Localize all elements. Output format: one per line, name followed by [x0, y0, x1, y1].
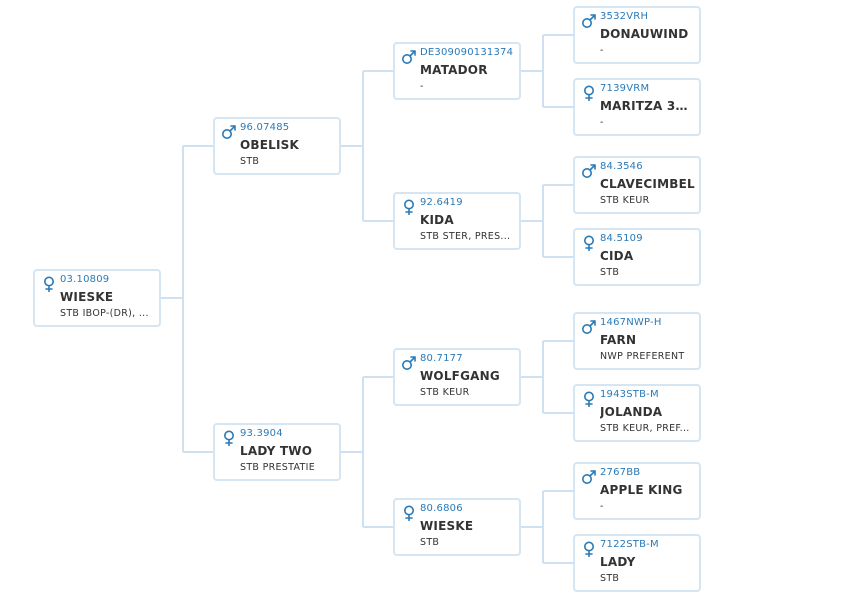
female-icon	[581, 85, 597, 101]
female-icon	[401, 199, 417, 215]
studbook-info: STB KEUR	[600, 195, 650, 206]
studbook-info: STB	[600, 267, 620, 278]
horse-name: OBELISK	[240, 138, 299, 152]
horse-name: CIDA	[600, 249, 634, 263]
horse-name: LADY	[600, 555, 636, 569]
registration-number: 03.10809	[60, 274, 110, 285]
registration-number: 7139VRM	[600, 83, 650, 94]
female-icon	[41, 276, 57, 292]
horse-name: WIESKE	[60, 290, 114, 304]
male-icon	[581, 319, 597, 335]
horse-name: CLAVECIMBEL	[600, 177, 695, 191]
horse-name: WOLFGANG	[420, 369, 500, 383]
horse-name: LADY TWO	[240, 444, 313, 458]
horse-card-ssd[interactable]: 7139VRM MARITZA 33... -	[573, 78, 701, 136]
male-icon	[401, 49, 417, 65]
studbook-info: STB KEUR, PREF...	[600, 423, 690, 434]
registration-number: 96.07485	[240, 122, 290, 133]
female-icon	[401, 505, 417, 521]
registration-number: 84.3546	[600, 161, 643, 172]
registration-number: 80.7177	[420, 353, 463, 364]
male-icon	[401, 355, 417, 371]
registration-number: 92.6419	[420, 197, 463, 208]
studbook-info: NWP PREFERENT	[600, 351, 685, 362]
registration-number: 93.3904	[240, 428, 283, 439]
horse-card-sss[interactable]: 3532VRH DONAUWIND -	[573, 6, 701, 64]
male-icon	[581, 13, 597, 29]
male-icon	[581, 163, 597, 179]
horse-name: JOLANDA	[600, 405, 663, 419]
studbook-info: STB IBOP-(DR), ...	[60, 308, 149, 319]
female-icon	[581, 391, 597, 407]
horse-card-dds[interactable]: 2767BB APPLE KING -	[573, 462, 701, 520]
registration-number: 84.5109	[600, 233, 643, 244]
registration-number: 3532VRH	[600, 11, 649, 22]
studbook-info: STB KEUR	[420, 387, 470, 398]
horse-name: APPLE KING	[600, 483, 683, 497]
horse-name: WIESKE	[420, 519, 474, 533]
horse-name: FARN	[600, 333, 637, 347]
studbook-info: -	[420, 81, 424, 92]
female-icon	[581, 541, 597, 557]
male-icon	[581, 469, 597, 485]
horse-card-ddd[interactable]: 7122STB-M LADY STB	[573, 534, 701, 592]
studbook-info: -	[600, 501, 604, 512]
studbook-info: -	[600, 117, 604, 128]
studbook-info: STB	[600, 573, 620, 584]
studbook-info: STB STER, PRES...	[420, 231, 511, 242]
registration-number: 80.6806	[420, 503, 463, 514]
horse-name: DONAUWIND	[600, 27, 689, 41]
female-icon	[221, 430, 237, 446]
registration-number: 2767BB	[600, 467, 641, 478]
registration-number: 7122STB-M	[600, 539, 659, 550]
horse-name: MARITZA 33...	[600, 99, 695, 113]
horse-card-dss[interactable]: 1467NWP-H FARN NWP PREFERENT	[573, 312, 701, 370]
studbook-info: STB PRESTATIE	[240, 462, 316, 473]
horse-card-dsd[interactable]: 1943STB-M JOLANDA STB KEUR, PREF...	[573, 384, 701, 442]
studbook-info: STB	[240, 156, 260, 167]
registration-number: 1943STB-M	[600, 389, 659, 400]
horse-name: KIDA	[420, 213, 454, 227]
studbook-info: STB	[420, 537, 440, 548]
studbook-info: -	[600, 45, 604, 56]
female-icon	[581, 235, 597, 251]
registration-number: 1467NWP-H	[600, 317, 662, 328]
registration-number: DE309090131374	[420, 47, 514, 58]
male-icon	[221, 124, 237, 140]
horse-name: MATADOR	[420, 63, 488, 77]
